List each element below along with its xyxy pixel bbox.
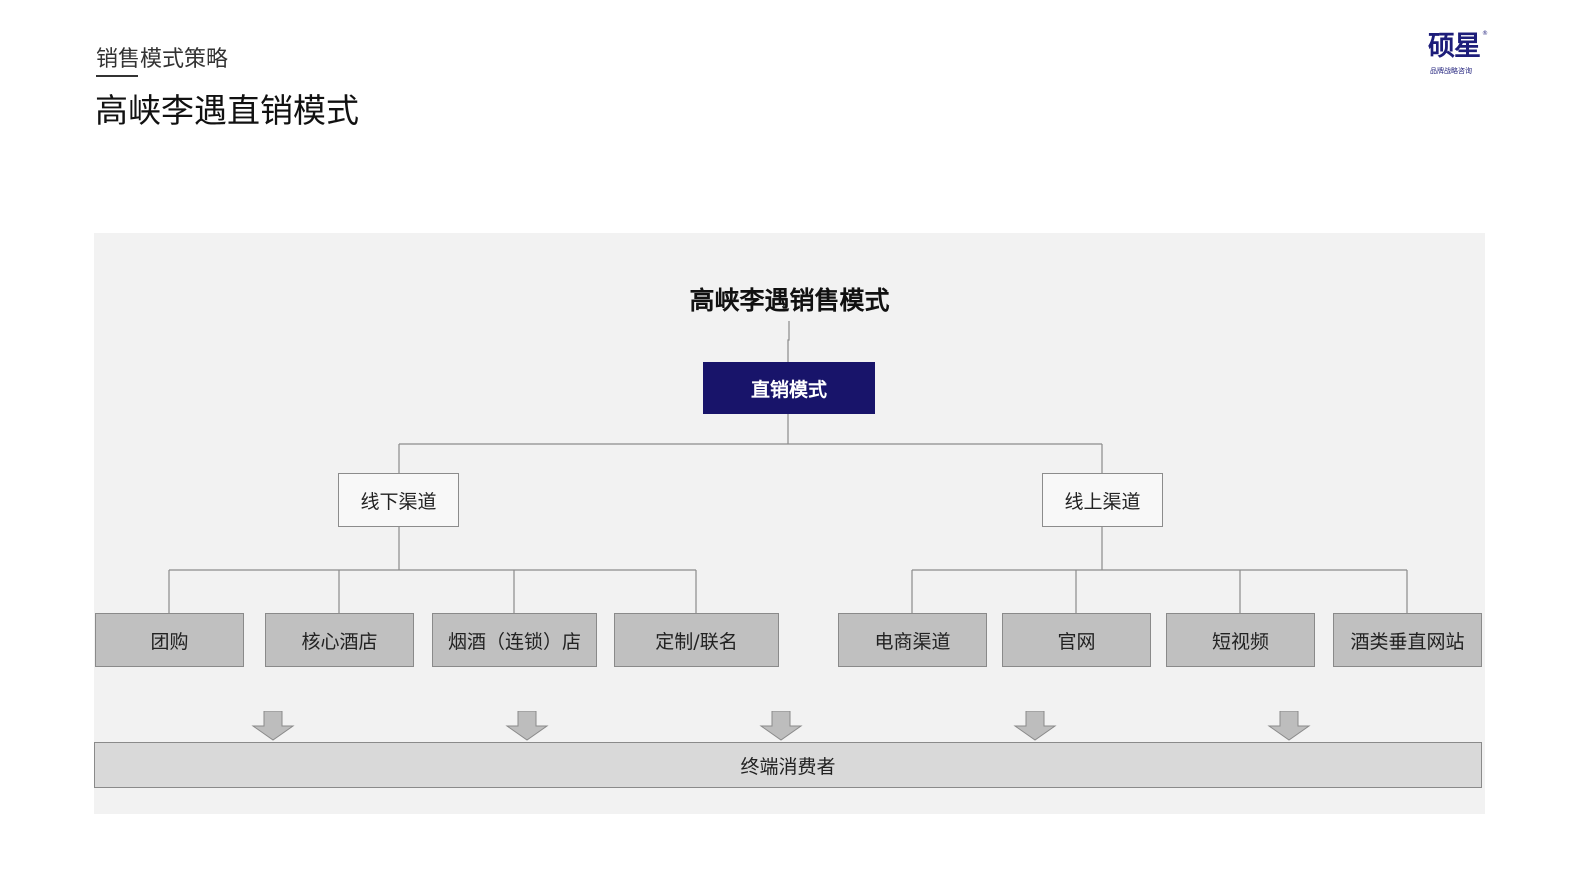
down-arrow-icon bbox=[1267, 711, 1311, 741]
end-consumer-bar: 终端消费者 bbox=[94, 742, 1482, 788]
logo-tagline: 品牌战略咨询 bbox=[1430, 67, 1472, 75]
online-channel-node: 线上渠道 bbox=[1042, 473, 1163, 527]
leaf-short-video: 短视频 bbox=[1166, 613, 1315, 667]
page-subtitle: 销售模式策略 bbox=[96, 47, 229, 72]
brand-logo: 硕星 ® 品牌战略咨询 bbox=[1428, 30, 1488, 78]
root-node-direct-sales: 直销模式 bbox=[703, 362, 875, 414]
connector-online-leaves bbox=[911, 527, 1408, 613]
logo-mark: 硕星 bbox=[1428, 31, 1481, 62]
offline-channel-node: 线下渠道 bbox=[338, 473, 459, 527]
registered-mark: ® bbox=[1482, 30, 1488, 37]
page-title: 高峡李遇直销模式 bbox=[95, 91, 359, 130]
leaf-core-hotel: 核心酒店 bbox=[265, 613, 414, 667]
connector-title-root bbox=[787, 321, 790, 362]
down-arrow-icon bbox=[505, 711, 549, 741]
connector-root-branches bbox=[398, 414, 1103, 473]
leaf-official-site: 官网 bbox=[1002, 613, 1151, 667]
leaf-custom-co-brand: 定制/联名 bbox=[614, 613, 779, 667]
down-arrow-icon bbox=[759, 711, 803, 741]
sales-model-diagram: 高峡李遇销售模式 直销模式 线下渠道 线上渠道 团购 核心酒店 烟酒（连锁）店 … bbox=[94, 233, 1485, 814]
leaf-group-purchase: 团购 bbox=[95, 613, 244, 667]
leaf-tobacco-liquor-store: 烟酒（连锁）店 bbox=[432, 613, 597, 667]
diagram-title: 高峡李遇销售模式 bbox=[689, 286, 890, 315]
leaf-liquor-vertical-site: 酒类垂直网站 bbox=[1333, 613, 1482, 667]
subtitle-underline bbox=[96, 75, 138, 77]
connector-offline-leaves bbox=[168, 527, 697, 613]
leaf-ecommerce: 电商渠道 bbox=[838, 613, 987, 667]
down-arrow-icon bbox=[1013, 711, 1057, 741]
down-arrow-icon bbox=[251, 711, 295, 741]
connector-lines bbox=[168, 321, 1408, 613]
